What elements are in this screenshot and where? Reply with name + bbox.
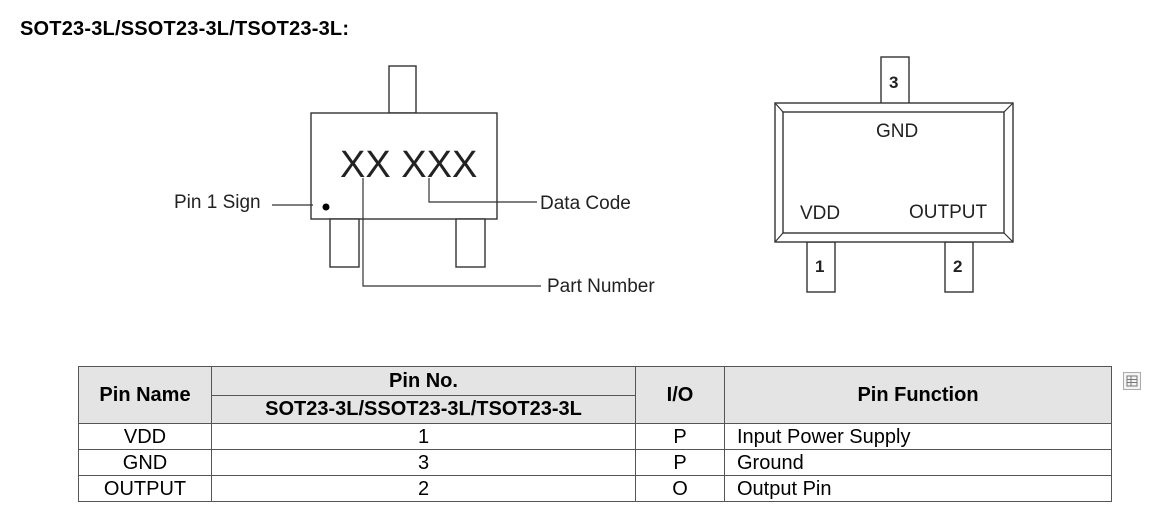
header-pin-function: Pin Function <box>724 366 1112 424</box>
pin1-number: 1 <box>815 257 824 276</box>
cell-pin-name: GND <box>78 449 212 476</box>
pinout-diagram: 3 GND VDD OUTPUT 1 2 <box>774 56 1014 293</box>
cell-io: O <box>635 475 725 502</box>
package-lead-right <box>455 218 486 268</box>
cell-io: P <box>635 423 725 450</box>
pinout-body-inner <box>782 111 1005 234</box>
table-row: GND 3 P Ground <box>78 449 1112 476</box>
cell-io: P <box>635 449 725 476</box>
pin1-dot <box>322 203 330 211</box>
pin2-lead <box>944 241 974 293</box>
data-code-label: Data Code <box>540 193 631 214</box>
cell-function: Input Power Supply <box>724 423 1112 450</box>
package-body <box>310 112 498 220</box>
cell-pin-name: VDD <box>78 423 212 450</box>
header-pin-no: Pin No. <box>211 366 636 396</box>
part-number-label: Part Number <box>547 276 655 297</box>
cell-function: Ground <box>724 449 1112 476</box>
table-row: OUTPUT 2 O Output Pin <box>78 475 1112 502</box>
table-row: VDD 1 P Input Power Supply <box>78 423 1112 450</box>
package-lead-left <box>329 218 360 268</box>
pin1-lead <box>806 241 836 293</box>
table-select-icon[interactable] <box>1123 372 1141 390</box>
cell-pin-name: OUTPUT <box>78 475 212 502</box>
pin-vdd-name: VDD <box>800 203 840 224</box>
marking-diagram: XX XXX Pin 1 Sign Data Code Part Number <box>174 65 655 297</box>
pin-table: Pin Name Pin No. I/O Pin Function SOT23-… <box>78 366 1112 502</box>
pin1-sign-label: Pin 1 Sign <box>174 192 261 213</box>
pin-output-name: OUTPUT <box>909 202 988 223</box>
cell-function: Output Pin <box>724 475 1112 502</box>
header-pin-no-package: SOT23-3L/SSOT23-3L/TSOT23-3L <box>211 394 636 424</box>
header-pin-name: Pin Name <box>78 366 212 424</box>
cell-pin-no: 3 <box>211 449 636 476</box>
section-title: SOT23-3L/SSOT23-3L/TSOT23-3L: <box>20 18 350 40</box>
cell-pin-no: 1 <box>211 423 636 450</box>
package-top-lead <box>388 65 417 114</box>
pin3-number: 3 <box>889 73 898 92</box>
header-io: I/O <box>635 366 725 424</box>
cell-pin-no: 2 <box>211 475 636 502</box>
pin3-lead <box>880 56 910 105</box>
pin2-number: 2 <box>953 257 962 276</box>
pin-gnd-name: GND <box>876 121 918 142</box>
